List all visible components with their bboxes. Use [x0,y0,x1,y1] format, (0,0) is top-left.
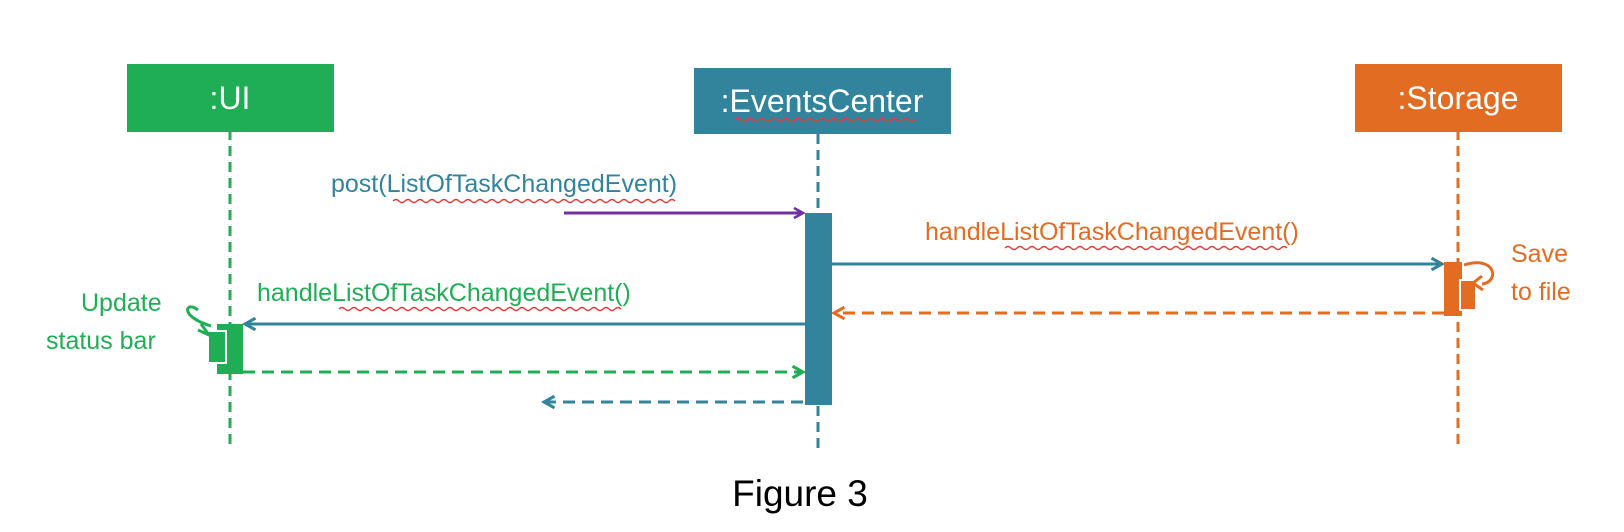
figure-caption: Figure 3 [732,473,868,514]
storage-activation [1444,262,1462,316]
ui-note-line1: Update [81,289,162,317]
participant-storage-label: :Storage [1398,80,1519,116]
handle-ui-message-label: handleListOfTaskChangedEvent() [257,279,631,307]
storage-self-call-arrow [1463,261,1494,286]
handle-storage-message-label: handleListOfTaskChangedEvent() [925,218,1299,246]
storage-note-line2: to file [1511,278,1571,306]
ui-self-call-arrowhead [197,323,214,339]
ui-note-line2: status bar [46,327,156,355]
ui-self-activation [207,330,227,364]
participant-ui: :UI [127,64,334,132]
post-message-label: post(ListOfTaskChangedEvent) [331,170,677,198]
storage-self-call-arrowhead [1470,274,1484,292]
participant-ui-label: :UI [210,80,251,116]
storage-self-activation [1459,279,1477,311]
participant-events-center: :EventsCenter [694,68,951,134]
storage-note-line1: Save [1511,240,1568,268]
participant-storage: :Storage [1355,64,1562,132]
handle-ui-spellcheck [338,306,622,312]
handle-storage-spellcheck [1004,245,1288,251]
participant-events-center-label: :EventsCenter [721,83,924,119]
events-center-activation [805,213,832,405]
post-message-spellcheck [392,198,676,204]
ui-self-call-arrow [186,305,212,328]
